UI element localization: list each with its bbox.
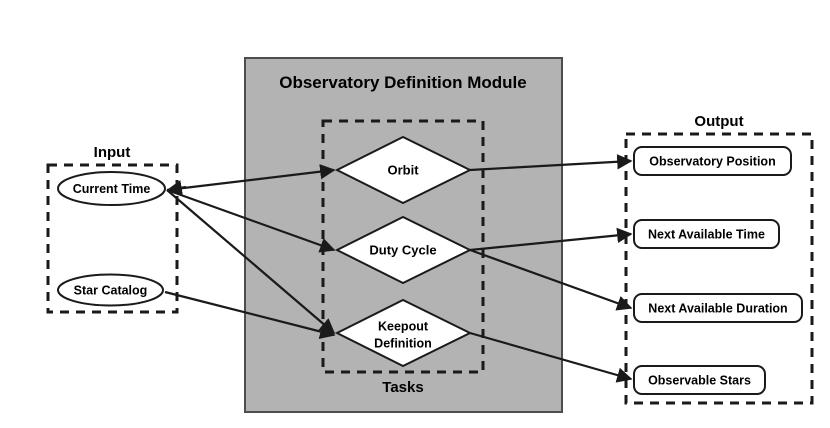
input-group-label: Input xyxy=(94,144,131,161)
keepout-definition-label-line1: Keepout xyxy=(378,319,429,333)
orbit-label: Orbit xyxy=(387,162,419,177)
next-available-duration-box[interactable] xyxy=(633,293,803,323)
next-available-time-box[interactable] xyxy=(633,219,780,249)
input-star-catalog[interactable]: Star Catalog xyxy=(57,273,164,307)
edge-current-time-convergence xyxy=(166,180,187,196)
keepout-definition-label-line2: Definition xyxy=(374,336,432,350)
observable-stars-label: Observable Stars xyxy=(648,373,751,387)
input-group: Input xyxy=(46,144,179,314)
next-available-time-label: Next Available Time xyxy=(648,227,765,241)
output-next-available-duration[interactable]: Next Available Duration xyxy=(633,293,803,323)
observatory-position-box[interactable] xyxy=(633,146,792,176)
input-current-time[interactable]: Current Time xyxy=(57,171,166,206)
output-next-available-time[interactable]: Next Available Time xyxy=(633,219,780,249)
edge-star-catalog-to-keepout-definition xyxy=(164,290,336,340)
edge-current-time-to-keepout-definition xyxy=(166,189,336,335)
edge-duty-cycle-to-next-available-duration xyxy=(469,248,633,311)
task-duty-cycle[interactable]: Duty Cycle xyxy=(334,215,473,285)
edge-orbit-to-observatory-position xyxy=(469,154,633,172)
tasks-group-label: Tasks xyxy=(382,379,423,396)
task-orbit[interactable]: Orbit xyxy=(334,135,473,205)
duty-cycle-label: Duty Cycle xyxy=(369,242,436,257)
star-catalog-label: Star Catalog xyxy=(74,283,148,297)
observatory-position-label: Observatory Position xyxy=(649,154,775,168)
module-title: Observatory Definition Module xyxy=(279,73,526,92)
edges-input-to-tasks xyxy=(164,164,336,340)
edge-duty-cycle-to-next-available-time xyxy=(469,227,633,252)
output-group-label: Output xyxy=(694,113,743,130)
star-catalog-ellipse[interactable] xyxy=(57,273,164,307)
output-observable-stars[interactable]: Observable Stars xyxy=(633,365,766,395)
input-dashed-border xyxy=(46,163,179,314)
next-available-duration-label: Next Available Duration xyxy=(648,301,787,315)
edge-keepout-definition-to-observable-stars xyxy=(469,331,633,383)
output-group: Output xyxy=(624,113,814,405)
output-observatory-position[interactable]: Observatory Position xyxy=(633,146,792,176)
current-time-ellipse[interactable] xyxy=(57,171,166,206)
current-time-label: Current Time xyxy=(73,182,151,196)
edges-tasks-to-output xyxy=(469,154,633,383)
output-dashed-border xyxy=(624,132,814,405)
edge-current-time-to-orbit xyxy=(166,164,336,192)
edge-current-time-to-duty-cycle xyxy=(166,188,336,253)
observable-stars-box[interactable] xyxy=(633,365,766,395)
